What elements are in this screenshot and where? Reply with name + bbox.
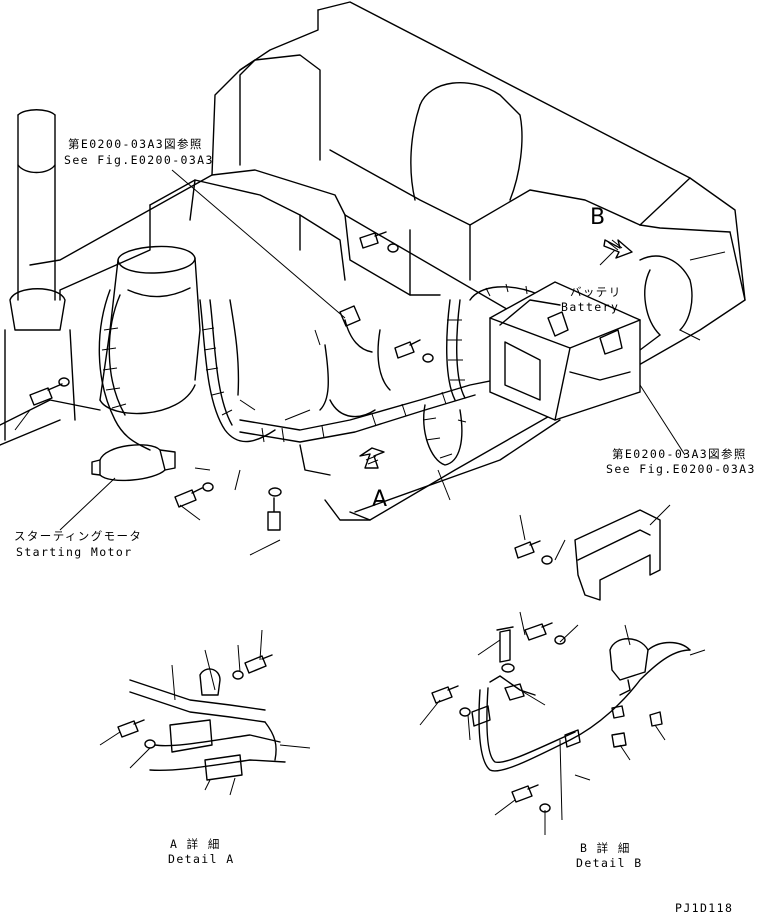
battery-shape — [489, 281, 641, 421]
detail-b-title-en: Detail B — [576, 856, 643, 870]
figure-code: PJ1D118 — [675, 901, 734, 915]
battery-label-en: Battery — [561, 300, 620, 314]
view-arrow-b — [603, 239, 633, 259]
view-arrow-a — [359, 447, 385, 469]
detail-a-drawing — [99, 629, 311, 796]
view-b-label: B — [590, 205, 606, 230]
ref-top-en: See Fig.E0200-03A3 — [64, 153, 214, 167]
detail-cover — [514, 504, 671, 601]
ref-top-jp: 第E0200-03A3図参照 — [68, 137, 203, 151]
detail-a-title-en: Detail A — [168, 852, 235, 866]
starting-motor-label-en: Starting Motor — [16, 545, 133, 559]
machine-body — [0, 1, 746, 521]
battery-label-jp: バッテリ — [570, 285, 622, 299]
fasteners-main — [29, 231, 434, 531]
leader-lines — [14, 169, 726, 556]
ref-right-jp: 第E0200-03A3図参照 — [612, 447, 747, 461]
starting-motor-shape — [91, 444, 176, 482]
detail-b-title-jp: B 詳 細 — [580, 841, 631, 855]
detail-b-drawing — [419, 611, 706, 835]
wire-harness — [98, 255, 693, 466]
ref-right-en: See Fig.E0200-03A3 — [606, 462, 756, 476]
detail-a-title-jp: A 詳 細 — [170, 837, 221, 851]
starting-motor-label-jp: スターティングモータ — [14, 529, 143, 543]
view-a-label: A — [372, 487, 388, 512]
exhaust-pipe — [4, 109, 76, 441]
